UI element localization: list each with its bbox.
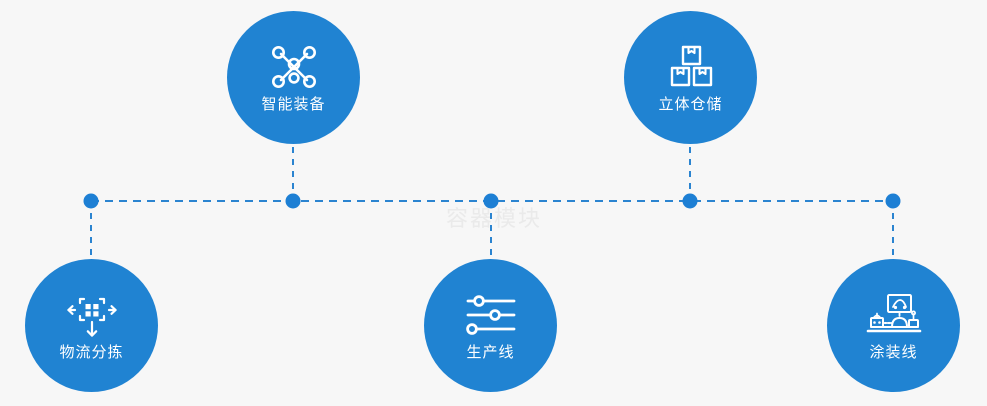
node-label-logistics-sorting: 物流分拣 [59,343,124,361]
node-label-smart-equipment: 智能装备 [261,95,326,113]
node-label-coating-line: 涂装线 [869,343,918,361]
node-warehouse[interactable] [682,193,698,209]
sorting-arrows-icon [66,291,118,339]
node-card-production-line[interactable]: 生产线 [424,259,557,392]
node-card-coating-line[interactable]: 涂装线 [827,259,960,392]
paint-booth-icon [866,291,921,339]
node-center[interactable] [483,193,499,209]
sliders-icon [465,291,517,339]
watermark-label: 容器模块 [445,207,542,232]
node-label-production-line: 生产线 [466,343,515,361]
node-label-vertical-warehousing: 立体仓储 [658,95,723,113]
node-card-vertical-warehousing[interactable]: 立体仓储 [624,11,757,144]
node-smart[interactable] [285,193,301,209]
node-left[interactable] [83,193,99,209]
node-card-smart-equipment[interactable]: 智能装备 [227,11,360,144]
stacked-boxes-icon [665,43,717,91]
node-right[interactable] [885,193,901,209]
node-card-logistics-sorting[interactable]: 物流分拣 [25,259,158,392]
network-nodes-icon [268,43,320,91]
